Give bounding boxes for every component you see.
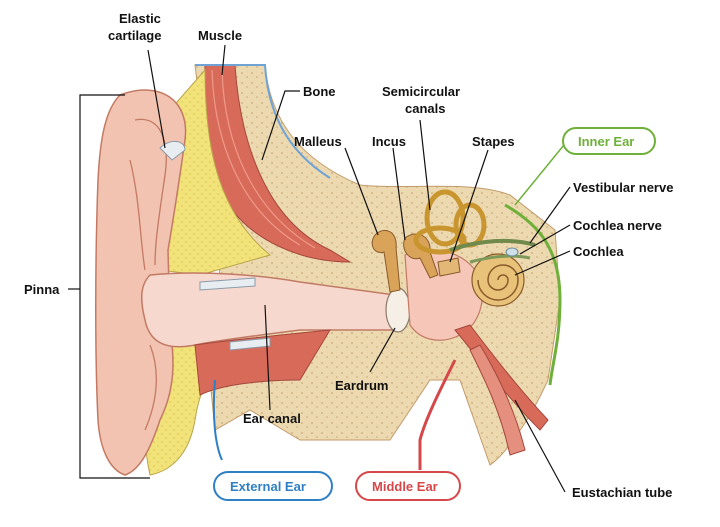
eardrum-leader xyxy=(369,327,396,373)
inner-ear-leader xyxy=(514,139,569,206)
malleus-leader xyxy=(344,147,379,236)
label-malleus: Malleus xyxy=(294,134,342,149)
eardrum-shape xyxy=(385,287,411,333)
middle-ear-boundary xyxy=(418,359,457,470)
label-elastic-cartilage-1: Elastic xyxy=(119,11,161,26)
elastic-cartilage-leader xyxy=(147,49,166,149)
vestibular-nerve-leader xyxy=(529,186,571,244)
label-semicircular-1: Semicircular xyxy=(382,84,460,99)
external-ear-bottom-boundary xyxy=(212,379,223,461)
label-semicircular-2: canals xyxy=(405,101,445,116)
label-muscle: Muscle xyxy=(198,28,242,43)
external-ear-boundary xyxy=(195,64,331,179)
inner-ear-pill: Inner Ear xyxy=(562,127,656,155)
label-incus: Incus xyxy=(372,134,406,149)
label-pinna: Pinna xyxy=(24,282,60,297)
nerve-node xyxy=(505,247,519,257)
ear-canal-leader xyxy=(264,304,271,411)
middle-ear-pill-label: Middle Ear xyxy=(372,479,438,494)
pinna-lobule-fold xyxy=(144,344,157,431)
label-eardrum: Eardrum xyxy=(335,378,388,393)
label-cochlea: Cochlea xyxy=(573,244,624,259)
vestibular-nerve-shape xyxy=(449,238,536,252)
muscle-stripes xyxy=(211,69,316,249)
cochlea-shape xyxy=(471,253,525,307)
label-vestibular-nerve: Vestibular nerve xyxy=(573,180,673,195)
incus-leader xyxy=(392,147,406,241)
eustachian-tube-lower xyxy=(469,344,526,456)
inner-ear-boundary xyxy=(504,203,562,386)
pinna-bracket xyxy=(79,94,150,479)
eustachian-leader xyxy=(514,399,566,493)
label-eustachian-tube: Eustachian tube xyxy=(572,485,672,500)
label-cochlea-nerve: Cochlea nerve xyxy=(573,218,662,233)
cartilage-pad-low xyxy=(229,337,271,351)
external-ear-pill-label: External Ear xyxy=(230,479,306,494)
cartilage-pad-mid xyxy=(199,277,256,291)
ear-canal-shape xyxy=(140,272,404,348)
pinna-helix-fold xyxy=(129,118,167,271)
label-ear-canal: Ear canal xyxy=(243,411,301,426)
semicircular-leader xyxy=(419,119,431,211)
canal-lower-muscle xyxy=(194,329,331,396)
label-stapes: Stapes xyxy=(472,134,515,149)
cochlea-nerve-shape xyxy=(469,254,531,264)
label-bone: Bone xyxy=(303,84,336,99)
inner-ear-pill-label: Inner Ear xyxy=(578,134,634,149)
external-ear-pill: External Ear xyxy=(213,471,333,501)
cochlea-nerve-leader xyxy=(519,224,571,255)
cochlea-leader xyxy=(514,250,571,276)
muscle-leader xyxy=(221,44,226,76)
bone-leader xyxy=(261,90,300,161)
middle-ear-pill: Middle Ear xyxy=(355,471,461,501)
stapes-leader xyxy=(449,149,489,263)
label-elastic-cartilage-2: cartilage xyxy=(108,28,161,43)
malleus-shape xyxy=(371,230,401,293)
